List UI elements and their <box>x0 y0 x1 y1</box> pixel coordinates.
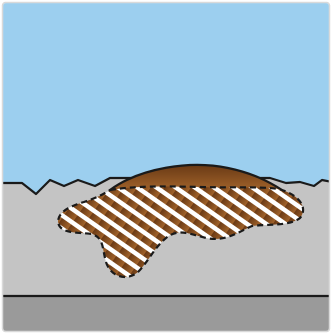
base-layer <box>0 296 332 334</box>
